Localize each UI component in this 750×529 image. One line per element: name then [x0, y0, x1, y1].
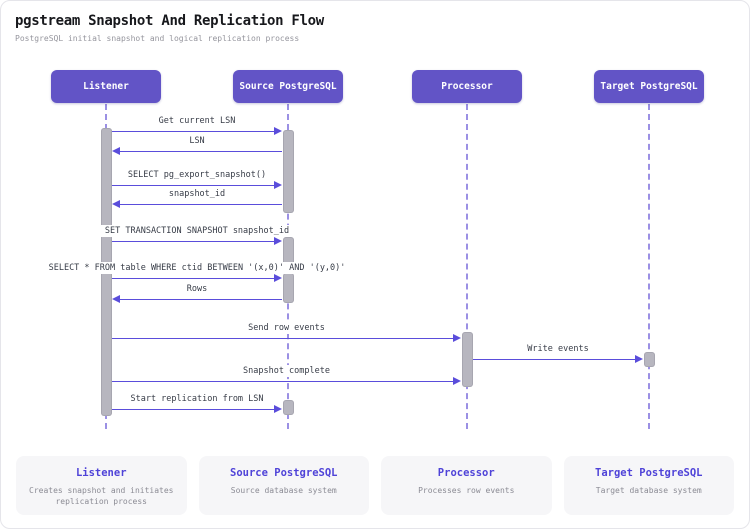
message-arrowhead-4	[274, 237, 282, 245]
actor-listener: Listener	[51, 70, 161, 103]
message-label-7: Send row events	[244, 322, 329, 334]
activation-bar-processor-4	[461, 332, 473, 387]
activation-bar-source-1	[282, 130, 294, 213]
message-arrowhead-6	[112, 295, 120, 303]
message-arrowhead-0	[274, 127, 282, 135]
legend-card-description: Processes row events	[418, 486, 515, 495]
legend-card-description: Target database system	[595, 486, 702, 495]
activation-bar-source-3	[282, 273, 294, 303]
message-label-0: Get current LSN	[154, 115, 240, 127]
message-arrowhead-10	[274, 405, 282, 413]
legend-card-description: Creates snapshot and initiates replicati…	[29, 486, 174, 506]
message-line-1	[119, 151, 282, 152]
message-label-8: Write events	[523, 343, 593, 355]
legend-card-description: Source database system	[230, 486, 337, 495]
legend-card-title: Listener	[75, 467, 127, 479]
message-label-5: SELECT * FROM table WHERE ctid BETWEEN '…	[44, 262, 350, 274]
message-arrowhead-8	[635, 355, 643, 363]
message-line-8	[473, 359, 636, 360]
legend-card-title: Target PostgreSQL	[595, 467, 703, 479]
header: pgstream Snapshot And Replication Flow P…	[15, 13, 324, 43]
sequence-diagram: Get current LSN LSN SELECT pg_export_snaps…	[1, 1, 749, 451]
message-arrowhead-9	[453, 377, 461, 385]
activation-bar-source-2	[282, 237, 294, 265]
message-arrowhead-7	[453, 334, 461, 342]
lifeline-processor	[466, 104, 468, 429]
legend-card-title: Processor	[437, 467, 495, 479]
message-arrowhead-2	[274, 181, 282, 189]
message-label-3: snapshot_id	[164, 188, 230, 200]
message-line-5	[112, 278, 275, 279]
legend-card-processor: Processor Processes row events	[381, 456, 552, 515]
message-arrowhead-5	[274, 274, 282, 282]
message-line-4	[112, 241, 275, 242]
activation-bar-target-5	[643, 352, 655, 367]
message-label-1: LSN	[185, 135, 209, 147]
legend-card-listener: Listener Creates snapshot and initiates …	[16, 456, 187, 515]
lifeline-target	[648, 104, 650, 429]
page-title: pgstream Snapshot And Replication Flow	[15, 13, 324, 29]
legend-card-target-postgresql: Target PostgreSQL Target database system	[563, 456, 734, 515]
actor-processor: Processor	[412, 70, 522, 103]
message-arrowhead-1	[112, 147, 120, 155]
message-line-7	[112, 338, 454, 339]
message-line-6	[119, 299, 282, 300]
legend: Listener Creates snapshot and initiates …	[16, 456, 734, 515]
message-line-9	[112, 381, 454, 382]
message-label-4: SET TRANSACTION SNAPSHOT snapshot_id	[100, 225, 294, 237]
message-line-3	[119, 204, 282, 205]
legend-card-title: Source PostgreSQL	[230, 467, 338, 479]
actor-source: Source PostgreSQL	[233, 70, 343, 103]
page-subtitle: PostgreSQL initial snapshot and logical …	[15, 34, 300, 43]
message-label-10: Start replication from LSN	[126, 393, 268, 405]
legend-card-source-postgresql: Source PostgreSQL Source database system	[198, 456, 369, 515]
message-line-0	[112, 131, 275, 132]
message-label-9: Snapshot complete	[239, 365, 334, 377]
message-label-2: SELECT pg_export_snapshot()	[123, 169, 271, 181]
actor-target: Target PostgreSQL	[594, 70, 704, 103]
message-line-2	[112, 185, 275, 186]
activation-bar-source-6	[282, 400, 294, 415]
message-line-10	[112, 409, 275, 410]
message-arrowhead-3	[112, 200, 120, 208]
message-label-6: Rows	[182, 283, 212, 295]
